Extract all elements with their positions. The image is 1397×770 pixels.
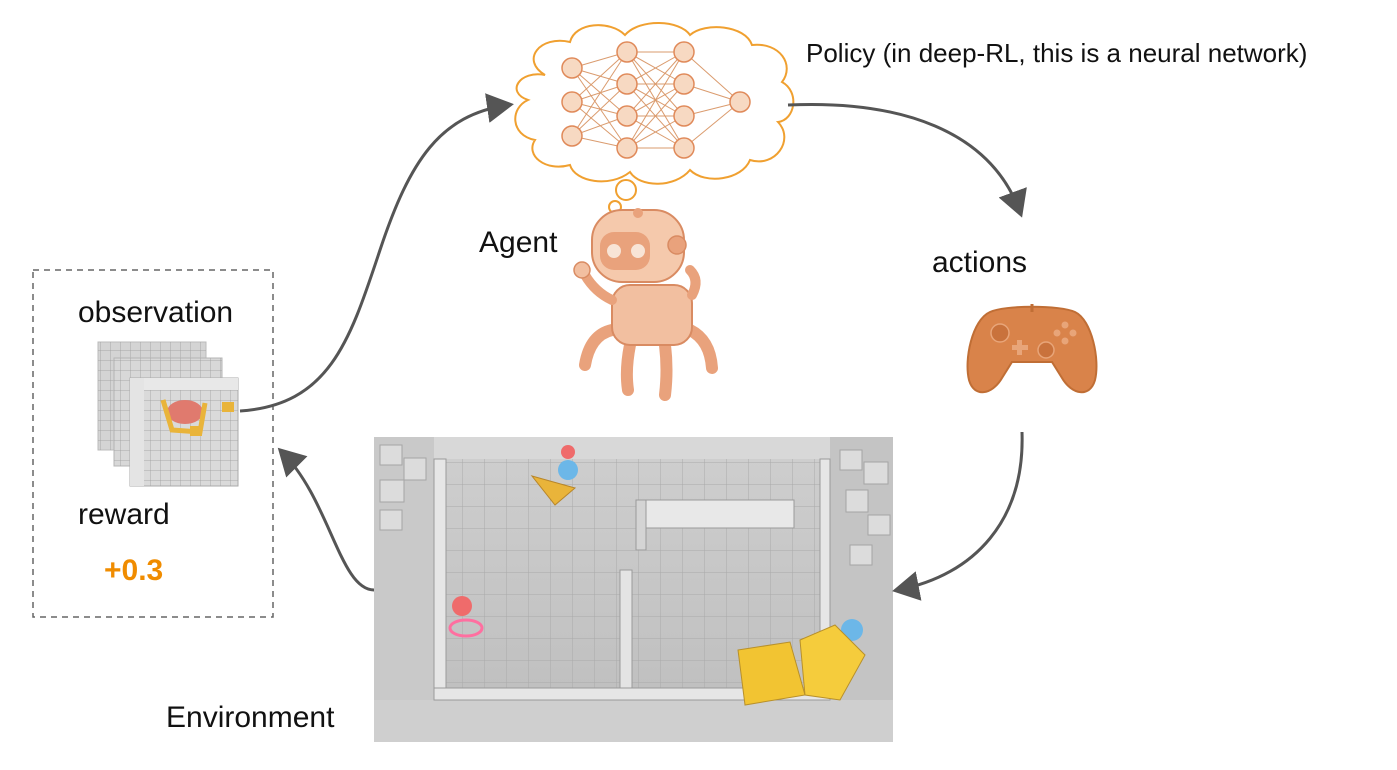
observation-label: observation [78,296,234,329]
actions-label: actions [932,246,1028,279]
arrow-actions-to-environment [892,431,1024,601]
observation-reward-box [32,269,274,618]
environment-label: Environment [166,701,335,734]
environment-scene-image [374,437,893,742]
reward-label: reward [78,498,170,531]
neural-network-cloud-icon [514,22,795,223]
policy-label: Policy (in deep-RL, this is a neural net… [806,38,1308,68]
arrow-observation-to-policy [239,93,514,413]
arrow-environment-to-observation [277,447,375,592]
game-controller-icon [966,304,1098,394]
observation-frames-image [97,341,239,487]
arrow-policy-to-actions [787,102,1027,218]
robot-icon [573,208,718,401]
agent-label: Agent [479,226,558,259]
reward-value: +0.3 [104,554,164,587]
